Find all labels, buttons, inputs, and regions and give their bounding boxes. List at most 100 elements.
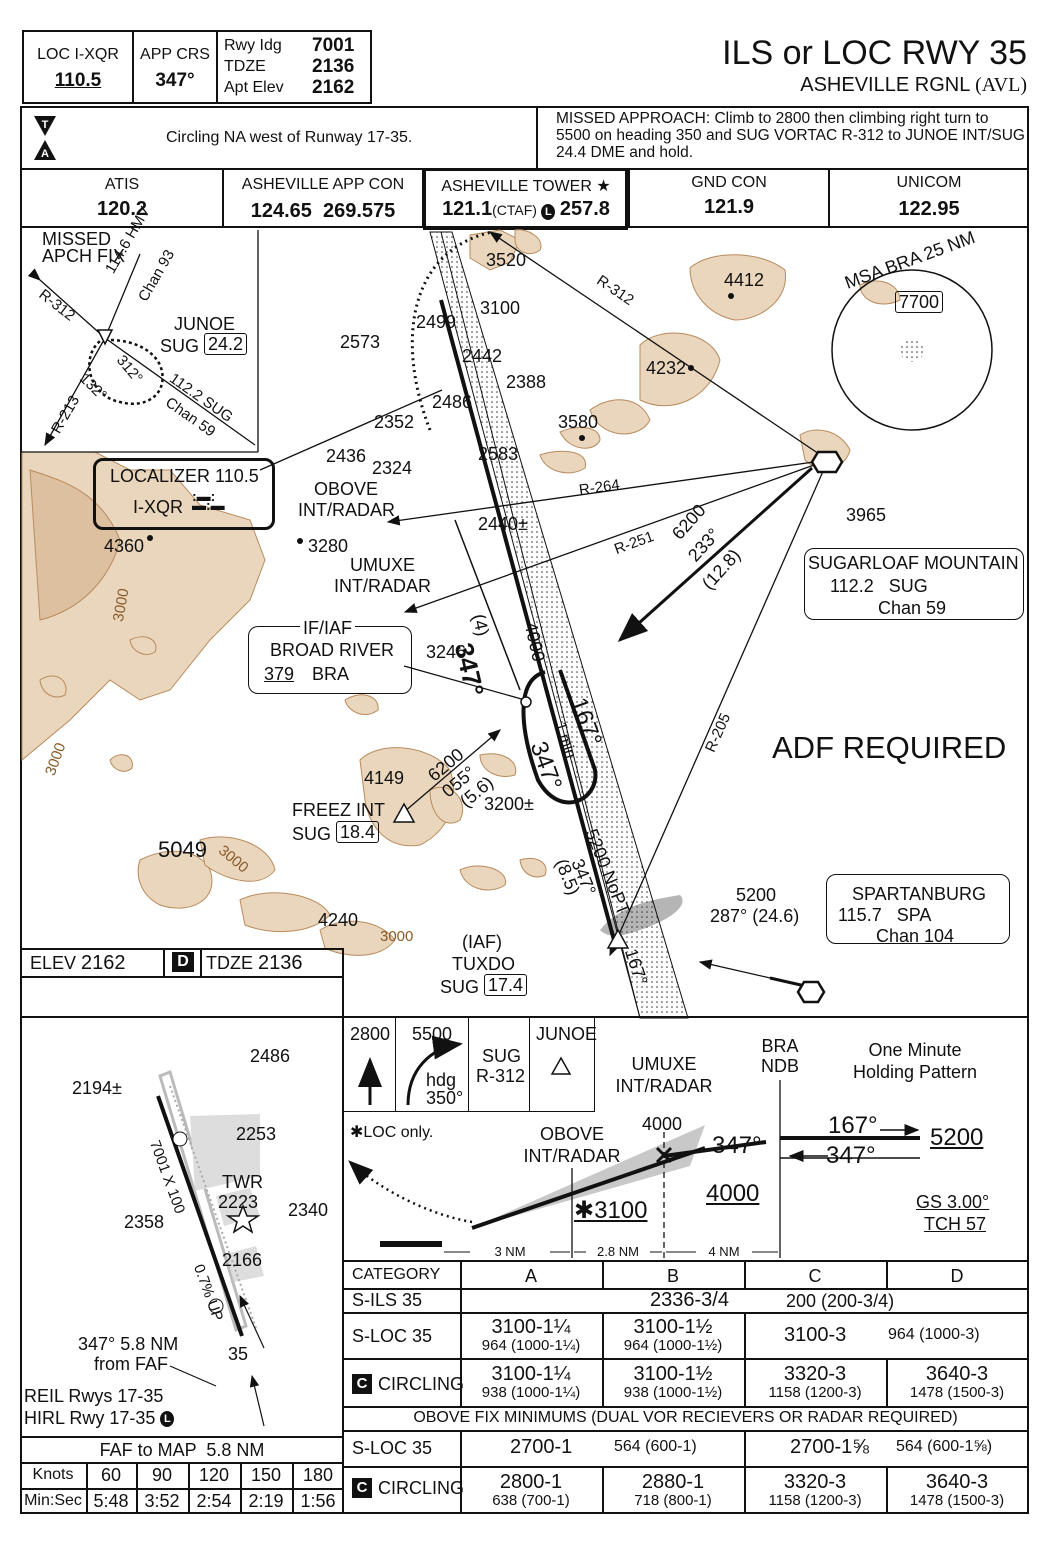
elev-value: 2162	[81, 952, 126, 974]
time-cell: 2:54	[196, 1491, 232, 1511]
sugarloaf-freq: 112.2 SUG	[830, 576, 928, 596]
minsec-label: Min:Sec	[24, 1492, 82, 1509]
sloc-label: S-LOC 35	[352, 1326, 433, 1346]
sils-main: 2336-3/4	[650, 1289, 729, 1311]
o-circ-c-sub: 1158 (1200-3)	[768, 1491, 862, 1509]
freez-fix	[392, 802, 416, 823]
spot-elev: 4232	[646, 358, 687, 378]
tuxdo-dme: 17.4	[484, 974, 528, 996]
min-header-d: D	[950, 1266, 964, 1286]
iaf-label: (IAF)	[462, 932, 502, 952]
freez-sug: SUG	[292, 824, 332, 844]
obove-label: OBOVE	[314, 479, 379, 499]
spot-elev: 2442	[462, 346, 503, 366]
circ-a-main: 3100-1¼	[491, 1362, 571, 1385]
mi-hdg-2: 350°	[426, 1088, 464, 1108]
spot-elev: 4412	[724, 270, 765, 290]
knots-cell: 120	[198, 1465, 230, 1485]
o-sloc-label: S-LOC 35	[352, 1438, 433, 1458]
spot-elev-max: 5049	[158, 837, 207, 862]
min-col	[460, 1430, 462, 1514]
o-circ-a-sub: 638 (700-1)	[492, 1491, 570, 1509]
app-con-label: ASHEVILLE APP CON	[241, 176, 405, 193]
tdze-ad: TDZE 2136	[206, 952, 303, 975]
sloc-cd-sub: 964 (1000-3)	[888, 1326, 980, 1343]
missed-approach-note: MISSED APPROACH: Climb to 2800 then clim…	[556, 110, 1025, 161]
profile-hold-in: 167°	[828, 1112, 878, 1139]
localizer-id: I-XQR	[133, 497, 184, 517]
apt-elev: 2162	[312, 77, 355, 98]
circ-badge: C	[352, 1374, 372, 1394]
o-sloc-ab-sub: 564 (600-1)	[614, 1438, 697, 1455]
adf-required: ADF REQUIRED	[772, 730, 1007, 765]
profile-obove: OBOVE	[539, 1124, 605, 1144]
min-col	[744, 1430, 746, 1514]
sugarloaf-box	[804, 548, 1024, 620]
o-sloc-ab-main: 2700-1	[510, 1436, 573, 1458]
min-header-b: B	[666, 1266, 679, 1286]
localizer-feather	[429, 231, 689, 1019]
min-col	[886, 1260, 888, 1288]
rwy-idg-label: Rwy Idg	[224, 37, 282, 54]
spot-elev: 2440±	[478, 514, 528, 534]
circ-label: CIRCLING	[378, 1374, 465, 1394]
min-col	[886, 1466, 888, 1514]
msa-alt-box: 7700	[895, 291, 944, 313]
bra-id: BRA	[312, 664, 350, 684]
bra-freq: 379	[264, 664, 295, 684]
o-circ-d-sub: 1478 (1500-3)	[909, 1491, 1005, 1509]
tower-label: ASHEVILLE TOWER ★	[441, 178, 611, 195]
contour-label: 3000	[380, 928, 414, 945]
ad-elev-6: 2166	[222, 1250, 263, 1270]
sloc-a-sub: 964 (1000-1¼)	[481, 1336, 581, 1354]
sloc-b-main: 3100-1½	[633, 1315, 713, 1338]
sloc-a-main: 3100-1¼	[491, 1315, 571, 1338]
airport-name: ASHEVILLE RGNL (AVL)	[800, 74, 1027, 97]
spot-elev: 3520	[486, 250, 527, 270]
tower-freq: 121.1(CTAF) L 257.8	[424, 198, 628, 221]
spot-elev: 2486	[432, 392, 473, 412]
o-circ-label: CIRCLING	[378, 1478, 465, 1498]
svg-text:A: A	[41, 148, 49, 160]
spot-elev: 2352	[374, 412, 415, 432]
spot-elev: 2388	[506, 372, 547, 392]
ad-elev-2: 2194±	[72, 1078, 122, 1098]
obove-minimums-header: OBOVE FIX MINIMUMS (DUAL VOR RECIEVERS O…	[413, 1409, 958, 1426]
loc-only-note: ✱LOC only.	[350, 1124, 434, 1141]
timing-col	[240, 1462, 242, 1514]
profile-alt-top: 4000	[642, 1114, 683, 1134]
min-col	[886, 1358, 888, 1406]
spot-elev: 3246	[426, 642, 467, 662]
tower-freq-2: 257.8	[559, 198, 610, 220]
mi-alt-1: 2800	[350, 1024, 391, 1044]
mi-r312: R-312	[476, 1066, 526, 1086]
ad-elev-3: 2253	[236, 1124, 277, 1144]
spa-vortac-symbol	[796, 980, 826, 1004]
airport-name-text: ASHEVILLE RGNL	[800, 74, 970, 96]
takeoff-alternate-icon: T A	[34, 116, 56, 160]
elev-label-text: ELEV	[30, 953, 77, 973]
profile-crs: 347°	[712, 1132, 762, 1159]
circ-b-main: 3100-1½	[633, 1362, 713, 1385]
mi-box-4	[529, 1016, 595, 1112]
airport-header-line	[20, 976, 344, 978]
profile-bra-2: NDB	[760, 1056, 799, 1076]
spa-chan: Chan 104	[876, 926, 955, 946]
faf-note-1: 347° 5.8 NM	[78, 1334, 179, 1354]
o-circ-badge: C	[352, 1478, 372, 1498]
tuxdo-fix	[606, 928, 630, 949]
circ-b-sub: 938 (1000-1½)	[623, 1383, 723, 1401]
reil-note: REIL Rwys 17-35	[24, 1386, 164, 1406]
o-circ-c-main: 3320-3	[783, 1470, 847, 1493]
o-circ-b-main: 2880-1	[641, 1470, 705, 1493]
sils-label: S-ILS 35	[352, 1290, 423, 1310]
junoe-sug: SUG	[160, 336, 200, 356]
bra-ndb	[520, 696, 532, 708]
twr-label: TWR	[222, 1172, 263, 1192]
chart-title: ILS or LOC RWY 35	[722, 34, 1027, 72]
mi-hdg: hdg	[426, 1070, 457, 1090]
min-line	[342, 1288, 1029, 1290]
